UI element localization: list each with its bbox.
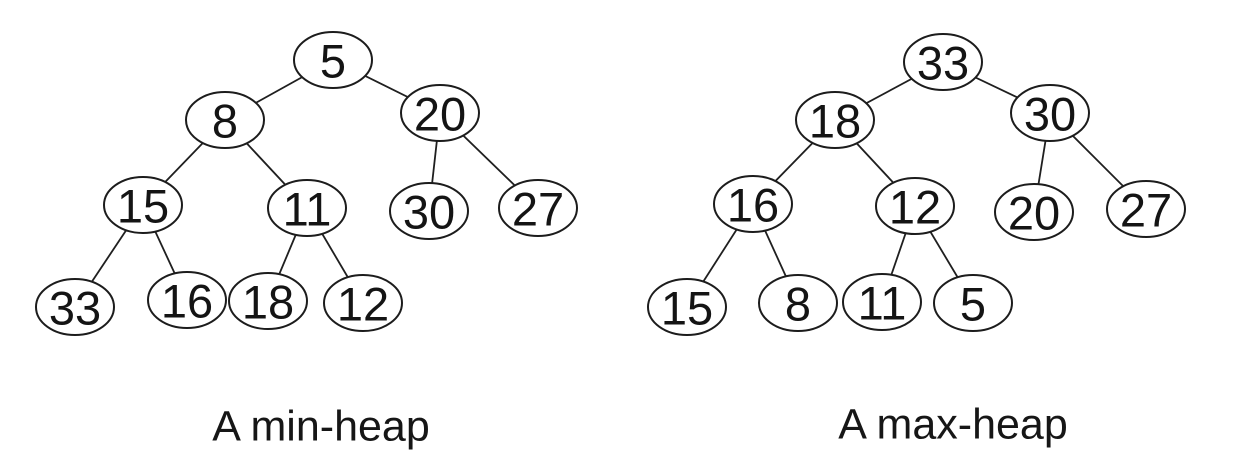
max-heap-node-value-5: 5 [960,278,986,331]
max-heap-node-12 [875,177,955,235]
max-heap-caption: A max-heap [838,400,1068,449]
max-heap-node-11 [842,273,922,331]
min-heap-node-12 [323,274,403,332]
max-heap-node-5 [933,274,1013,332]
min-heap-node-18 [228,272,308,330]
max-heap-node-value-33: 33 [917,37,969,90]
min-heap-caption: A min-heap [212,402,430,451]
max-heap-node-16 [713,175,793,233]
max-heap-node-value-16: 16 [727,179,779,232]
min-heap-node-value-30: 30 [403,186,455,239]
min-heap-node-16 [147,271,227,329]
min-heap-node-27 [498,179,578,237]
min-heap-node-value-11: 11 [283,183,332,236]
max-heap-node-15 [647,278,727,336]
min-heap-node-8 [185,91,265,149]
min-heap-node-value-27: 27 [512,183,564,236]
min-heap-node-value-5: 5 [320,35,346,88]
min-heap-node-value-8: 8 [212,95,238,148]
min-heap-node-value-20: 20 [414,88,466,141]
max-heap-node-18 [795,91,875,149]
max-heap-node-30 [1010,84,1090,142]
max-heap-node-value-18: 18 [809,95,861,148]
min-heap-node-value-12: 12 [337,278,389,331]
min-heap-node-11 [267,179,347,237]
max-heap-node-value-15: 15 [661,282,713,335]
min-heap-node-value-15: 15 [117,180,169,233]
max-heap-node-value-12: 12 [889,181,941,234]
min-heap-node-30 [389,182,469,240]
min-heap-node-5 [293,31,373,89]
min-heap-node-value-18: 18 [242,276,294,329]
max-heap-node-33 [903,33,983,91]
max-heap-node-value-27: 27 [1120,184,1172,237]
min-heap-node-value-16: 16 [161,275,213,328]
max-heap-node-8 [758,274,838,332]
max-heap-node-value-30: 30 [1024,88,1076,141]
min-heap-node-15 [103,176,183,234]
max-heap-node-value-20: 20 [1008,187,1060,240]
min-heap-node-33 [35,278,115,336]
min-heap-tree: 5 8 20 15 11 30 27 33 16 18 12 [35,31,578,336]
max-heap-tree: 33 18 30 16 12 20 27 15 8 11 5 [647,33,1186,336]
max-heap-node-27 [1106,180,1186,238]
max-heap-node-value-8: 8 [785,278,811,331]
max-heap-node-value-11: 11 [858,277,907,330]
min-heap-node-value-33: 33 [49,282,101,335]
min-heap-node-20 [400,84,480,142]
max-heap-node-20 [994,183,1074,241]
